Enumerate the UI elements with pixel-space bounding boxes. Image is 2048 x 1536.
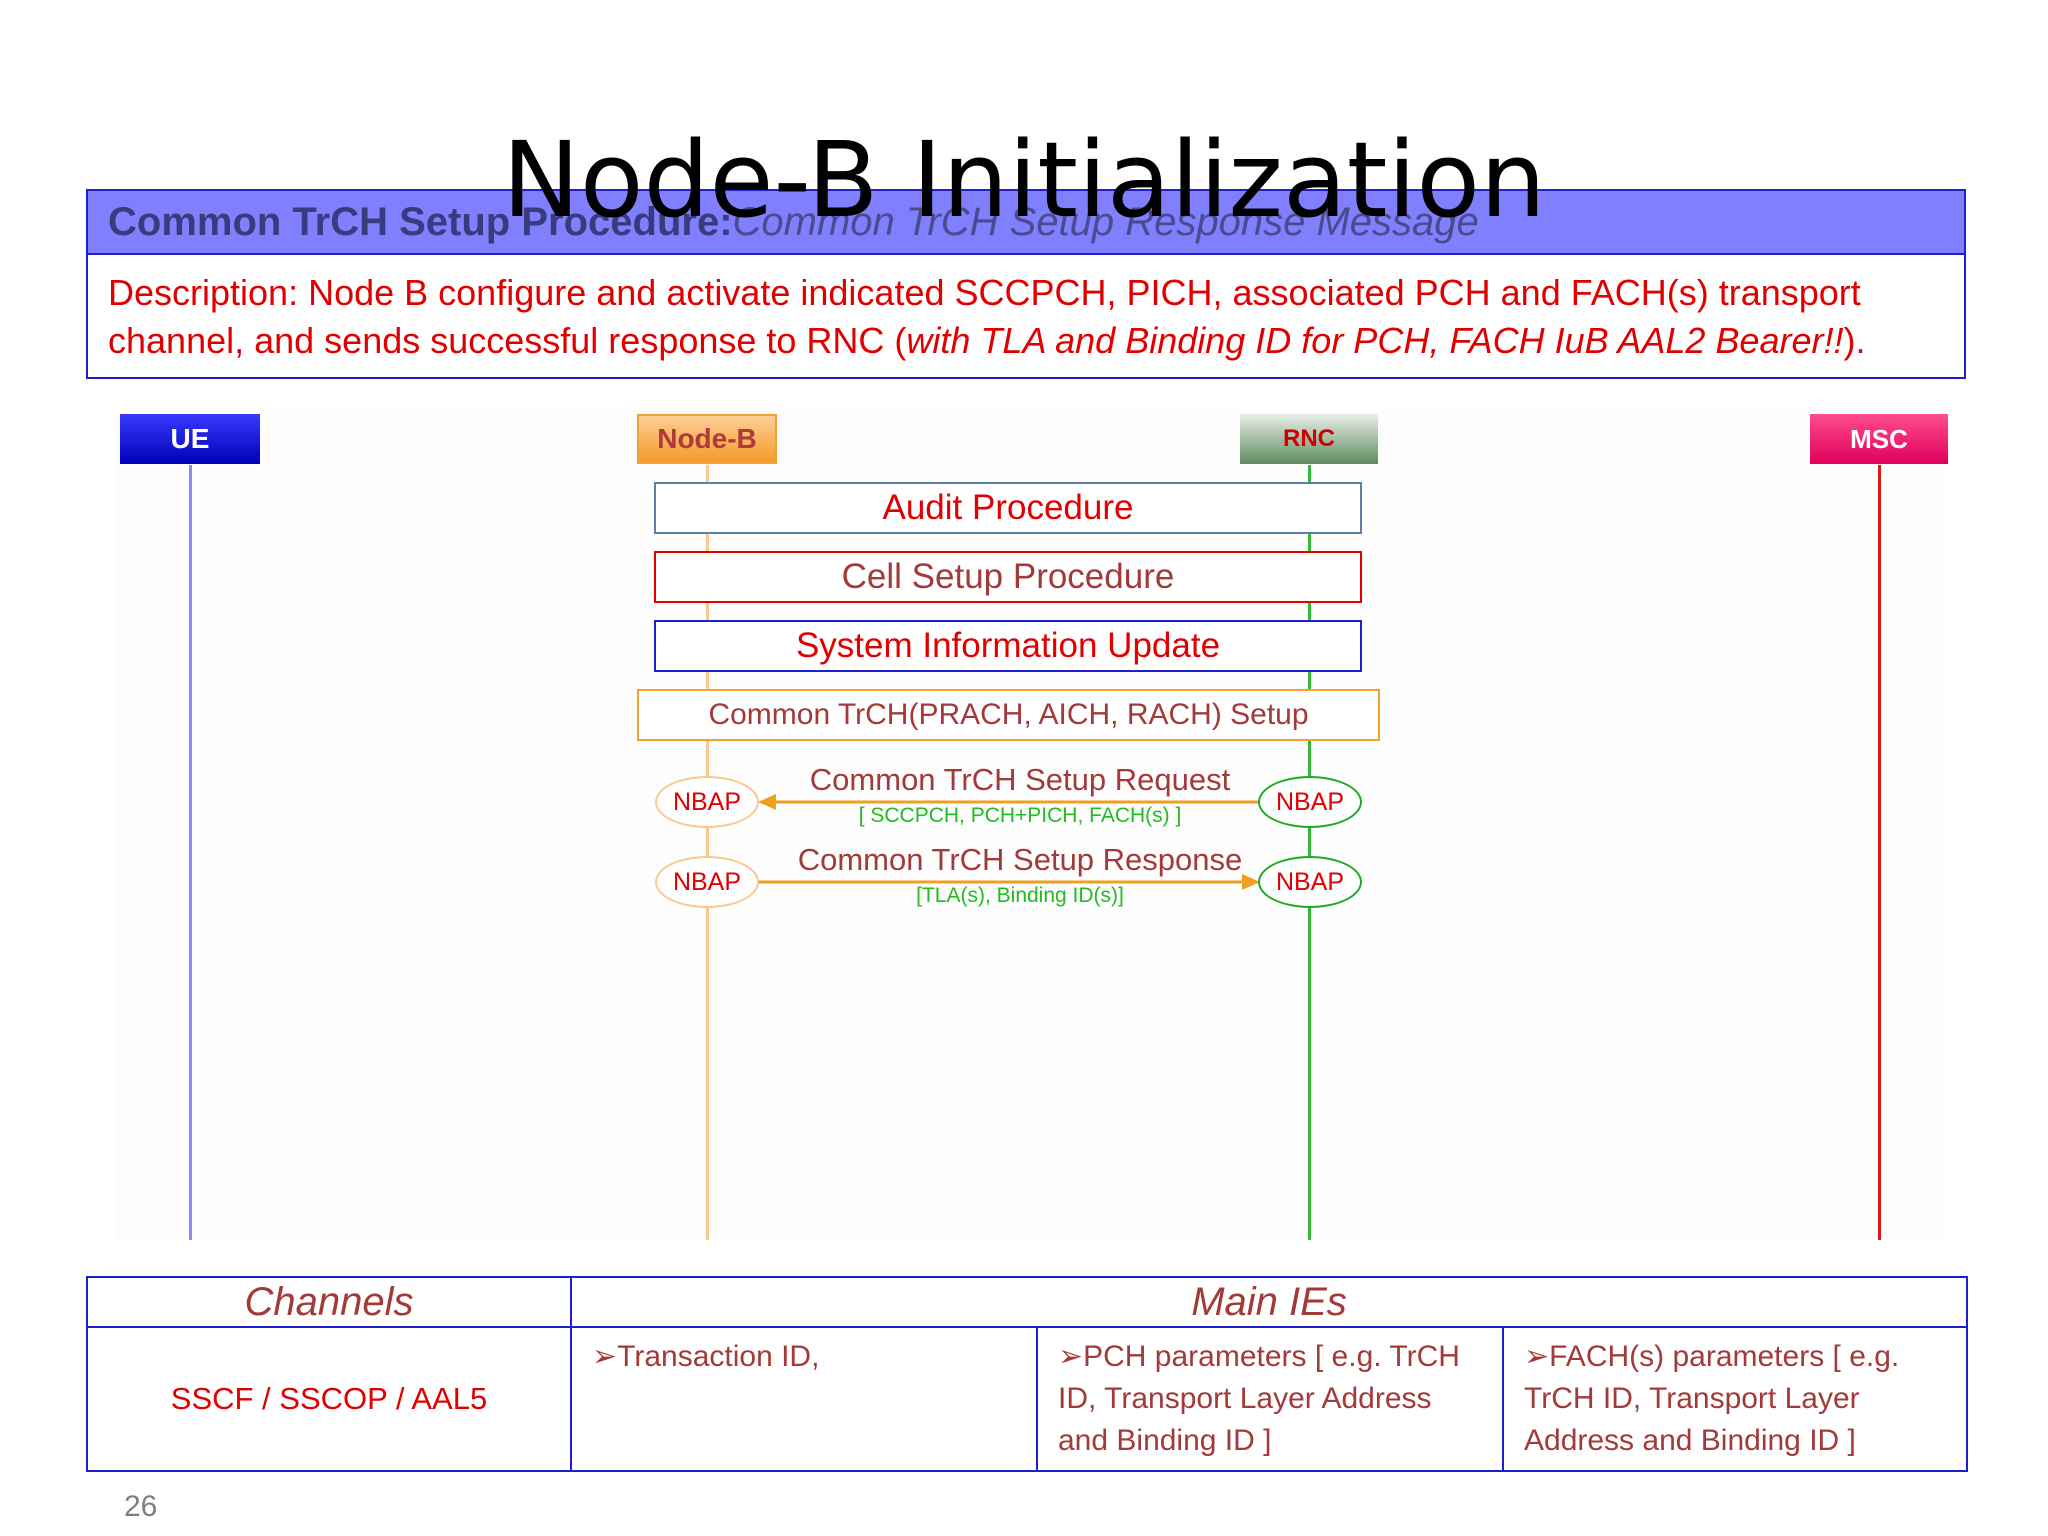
response-message-params: [TLA(s), Binding ID(s)]: [916, 884, 1124, 907]
ie-pch-parameters: ➢PCH parameters [ e.g. TrCH ID, Transpor…: [1036, 1326, 1504, 1472]
entity-msc: MSC: [1810, 414, 1948, 464]
procedure-name: Common TrCH Setup Procedure: [108, 199, 720, 244]
system-information-update-box: System Information Update: [654, 620, 1362, 672]
response-message-label: Common TrCH Setup Response: [797, 842, 1243, 877]
ue-lifeline: [189, 465, 192, 1240]
entity-nodeb: Node-B: [637, 414, 777, 464]
rnc-nbap-request: NBAP: [1258, 776, 1362, 828]
description-box: Description: Node B configure and activa…: [86, 255, 1966, 379]
audit-procedure-label: Audit Procedure: [882, 488, 1134, 527]
procedure-separator: :: [719, 199, 733, 244]
entity-rnc-label: RNC: [1283, 425, 1335, 452]
rnc-nbap-response: NBAP: [1258, 856, 1362, 908]
page-number: 26: [124, 1490, 158, 1523]
nodeb-lifeline: [706, 465, 709, 1240]
nbap-label: NBAP: [672, 787, 742, 816]
ie-fach-parameters: ➢FACH(s) parameters [ e.g. TrCH ID, Tran…: [1501, 1326, 1969, 1472]
nbap-label: NBAP: [1275, 787, 1345, 816]
main-ies-header: Main IEs: [569, 1276, 1969, 1328]
procedure-header: Common TrCH Setup Procedure: Common TrCH…: [86, 189, 1966, 255]
channels-header: Channels: [86, 1276, 572, 1328]
description-italic: with TLA and Binding ID for PCH, FACH Iu…: [906, 320, 1844, 361]
information-elements-table: Channels Main IEs SSCF / SSCOP / AAL5 ➢T…: [86, 1276, 1969, 1472]
description-text: Description: Node B configure and activa…: [108, 272, 1861, 361]
nodeb-nbap-request: NBAP: [655, 776, 759, 828]
rnc-lifeline: [1308, 465, 1311, 1240]
channel-value: SSCF / SSCOP / AAL5: [86, 1326, 572, 1472]
system-information-update-label: System Information Update: [795, 626, 1221, 665]
description-end: ).: [1843, 320, 1866, 361]
cell-setup-procedure-label: Cell Setup Procedure: [841, 557, 1175, 596]
ie-transaction-id: ➢Transaction ID,: [570, 1326, 1038, 1472]
entity-msc-label: MSC: [1850, 423, 1908, 454]
procedure-message: Common TrCH Setup Response Message: [732, 199, 1479, 244]
entity-ue-label: UE: [170, 423, 210, 454]
nbap-label: NBAP: [672, 867, 742, 896]
nbap-label: NBAP: [1275, 867, 1345, 896]
request-message-label: Common TrCH Setup Request: [809, 762, 1231, 797]
msc-lifeline: [1878, 465, 1881, 1240]
common-trch-setup-box: Common TrCH(PRACH, AICH, RACH) Setup: [637, 689, 1380, 741]
request-arrow: [758, 794, 1260, 810]
sequence-diagram-area: [116, 410, 1946, 1240]
response-arrow: [758, 874, 1260, 890]
slide-title: Node-B Initialization: [502, 119, 1546, 241]
nodeb-nbap-response: NBAP: [655, 856, 759, 908]
audit-procedure-box: Audit Procedure: [654, 482, 1362, 534]
entity-nodeb-label: Node-B: [657, 423, 757, 454]
entity-ue: UE: [120, 414, 260, 464]
request-message-params: [ SCCPCH, PCH+PICH, FACH(s) ]: [858, 804, 1182, 827]
cell-setup-procedure-box: Cell Setup Procedure: [654, 551, 1362, 603]
common-trch-setup-label: Common TrCH(PRACH, AICH, RACH) Setup: [708, 698, 1309, 731]
entity-rnc: RNC: [1240, 414, 1378, 464]
